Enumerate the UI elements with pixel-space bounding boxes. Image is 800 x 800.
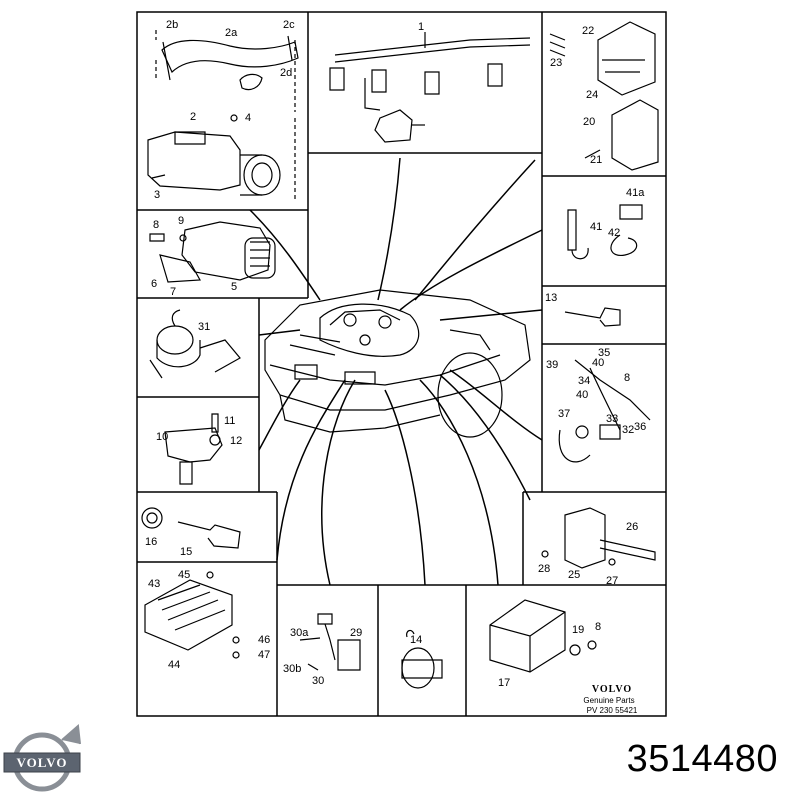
callout-44: 44 xyxy=(168,659,180,671)
callout-41a: 41a xyxy=(626,187,645,199)
callout-18: 8 xyxy=(595,621,601,633)
callout-42: 42 xyxy=(608,227,620,239)
callout-34: 34 xyxy=(578,375,590,387)
callout-5: 5 xyxy=(231,281,237,293)
callout-7: 7 xyxy=(170,286,176,298)
callout-14: 14 xyxy=(410,634,422,646)
callout-47: 47 xyxy=(258,649,270,661)
callout-6: 6 xyxy=(151,278,157,290)
callout-16: 16 xyxy=(145,536,157,548)
logo-wordmark: VOLVO xyxy=(17,755,68,770)
air-flow-meter-component xyxy=(148,115,295,200)
callout-39: 39 xyxy=(546,359,558,371)
fuel-rail-component xyxy=(330,32,530,142)
callout-32: 32 xyxy=(622,424,634,436)
volvo-logo: VOLVO xyxy=(4,726,80,789)
fuel-pump-relay-component xyxy=(402,630,442,688)
throttle-switch-component xyxy=(490,600,596,672)
stamp-line2: PV 230 55421 xyxy=(587,706,638,715)
speed-sensor-component xyxy=(142,508,240,548)
callout-12: 12 xyxy=(230,435,242,447)
relay-bracket-component xyxy=(542,508,655,568)
part-number: 3514480 xyxy=(626,738,778,780)
callout-2b: 2b xyxy=(166,19,178,31)
callout-15: 15 xyxy=(180,546,192,558)
callout-33: 33 xyxy=(606,413,618,425)
callout-2c: 2c xyxy=(283,19,295,31)
throttle-sensor-component xyxy=(165,414,222,484)
pressure-regulator-component xyxy=(150,310,240,378)
callout-21: 21 xyxy=(590,154,602,166)
callout-29: 29 xyxy=(350,627,362,639)
callout-17: 17 xyxy=(498,677,510,689)
callout-45: 45 xyxy=(178,569,190,581)
callout-40a: 40 xyxy=(592,357,604,369)
callout-46: 46 xyxy=(258,634,270,646)
control-unit-component xyxy=(550,22,658,170)
callout-4: 4 xyxy=(245,112,251,124)
callout-2: 2 xyxy=(190,111,196,123)
car-illustration xyxy=(265,290,530,437)
callout-30b: 30b xyxy=(283,663,301,675)
callout-labels: 2b 2a 2c 2d 2 4 3 8 9 6 7 5 31 11 10 12 … xyxy=(145,19,646,689)
callout-36: 36 xyxy=(634,421,646,433)
stamp-line1: Genuine Parts xyxy=(583,696,634,705)
callout-3: 3 xyxy=(154,189,160,201)
callout-20: 20 xyxy=(583,116,595,128)
callout-22: 22 xyxy=(582,25,594,37)
callout-38: 8 xyxy=(624,372,630,384)
stamp-brand: VOLVO xyxy=(592,684,632,695)
leader-lines xyxy=(250,158,542,585)
diagram-frame xyxy=(137,12,666,716)
callout-11: 11 xyxy=(224,415,235,427)
panel-grid xyxy=(137,12,666,716)
callout-25: 25 xyxy=(568,569,580,581)
callout-40b: 40 xyxy=(576,389,588,401)
callout-24: 24 xyxy=(586,89,598,101)
callout-26: 26 xyxy=(626,521,638,533)
callout-35: 35 xyxy=(598,347,610,359)
callout-31: 31 xyxy=(198,321,210,333)
resistor-component xyxy=(300,614,360,670)
callout-2a: 2a xyxy=(225,27,238,39)
callout-27: 27 xyxy=(606,575,618,587)
callout-28: 28 xyxy=(538,563,550,575)
maf-sensor-component xyxy=(150,222,275,282)
coolant-sensor-component xyxy=(565,308,620,326)
callout-43: 43 xyxy=(148,578,160,590)
ignition-module-component xyxy=(145,572,239,658)
callout-8: 8 xyxy=(153,219,159,231)
callout-41: 41 xyxy=(590,221,602,233)
temp-sensor-component xyxy=(568,205,642,259)
callout-23: 23 xyxy=(550,57,562,69)
callout-10: 10 xyxy=(156,431,168,443)
callout-30a: 30a xyxy=(290,627,309,639)
callout-37: 37 xyxy=(558,408,570,420)
genuine-parts-stamp: VOLVO Genuine Parts PV 230 55421 xyxy=(583,684,637,715)
air-hose-component xyxy=(156,30,298,112)
callout-19: 19 xyxy=(572,624,584,636)
callout-2d: 2d xyxy=(280,67,292,79)
callout-13: 13 xyxy=(545,292,557,304)
callout-9: 9 xyxy=(178,215,184,227)
callout-30: 30 xyxy=(312,675,324,687)
callout-1: 1 xyxy=(418,21,424,33)
wiring-component xyxy=(559,360,650,462)
